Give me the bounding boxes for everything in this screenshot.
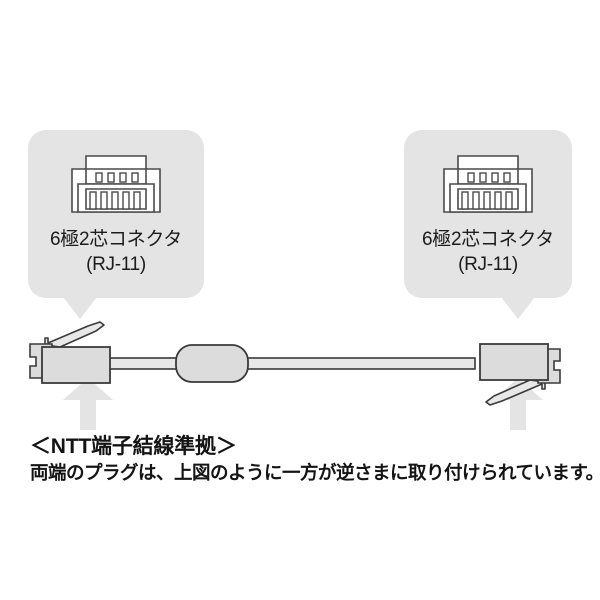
note-body: 両端のプラグは、上図のように一方が逆さまに取り付けられています。 <box>30 462 600 483</box>
left-connector-callout: 6極2芯コネクタ (RJ-11) <box>28 130 204 298</box>
left-callout-label: 6極2芯コネクタ (RJ-11) <box>50 227 182 277</box>
right-callout-label-main: 6極2芯コネクタ <box>422 229 554 250</box>
right-modular-plug <box>479 343 561 406</box>
note-block: ＜NTT端子結線準拠＞ 両端のプラグは、上図のように一方が逆さまに取り付けられて… <box>30 434 600 485</box>
left-callout-label-main: 6極2芯コネクタ <box>50 229 182 250</box>
rj11-jack-icon <box>443 155 533 213</box>
cable-illustration <box>29 321 561 430</box>
left-modular-plug <box>29 321 111 384</box>
left-up-arrow <box>63 378 113 430</box>
left-callout-label-sub: (RJ-11) <box>86 254 146 275</box>
right-callout-tail <box>501 297 535 319</box>
left-callout-tail <box>63 297 97 319</box>
rj11-jack-icon <box>71 155 161 213</box>
cord-left-segment <box>107 357 181 370</box>
right-connector-callout: 6極2芯コネクタ (RJ-11) <box>404 130 572 298</box>
cable-ferrite-bulge <box>175 344 249 383</box>
note-heading: ＜NTT端子結線準拠＞ <box>30 435 237 458</box>
cord-right-segment <box>242 357 476 370</box>
right-callout-label-sub: (RJ-11) <box>458 254 518 275</box>
right-callout-label: 6極2芯コネクタ (RJ-11) <box>422 227 554 277</box>
